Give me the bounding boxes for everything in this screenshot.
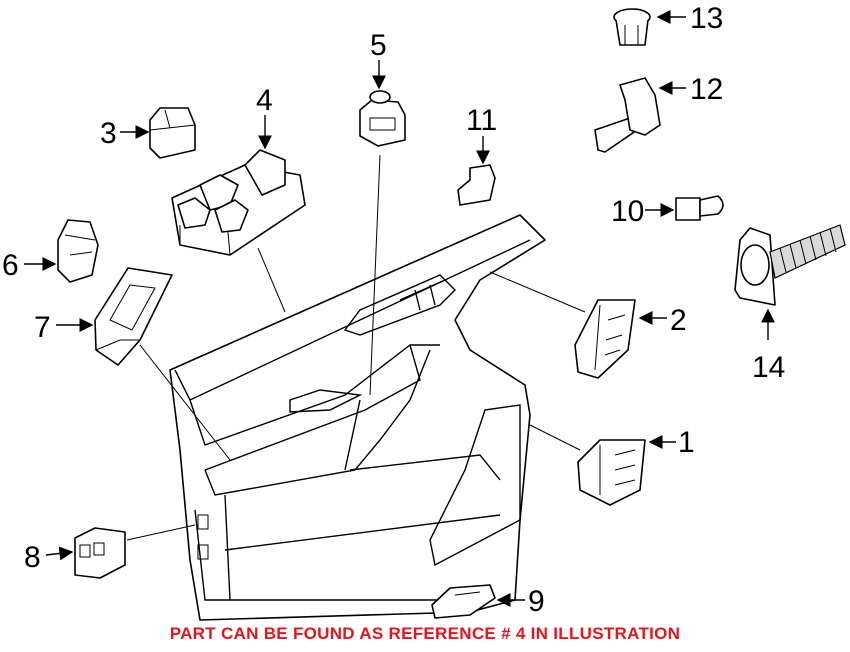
callout-11: 11 [466, 104, 497, 165]
callout-number: 11 [466, 104, 497, 137]
callout-6: 6 [2, 249, 57, 282]
callout-number: 6 [2, 249, 19, 282]
callout-number: 9 [528, 585, 545, 618]
callout-5: 5 [370, 29, 387, 90]
callout-4: 4 [256, 84, 273, 150]
callout-13: 13 [656, 2, 723, 35]
callout-number: 4 [256, 84, 273, 117]
part-11-connector [457, 164, 496, 206]
callout-9: 9 [496, 585, 545, 618]
reference-note: PART CAN BE FOUND AS REFERENCE # 4 IN IL… [169, 624, 681, 643]
callout-number: 12 [690, 73, 723, 106]
part-8-switch [74, 527, 126, 579]
part-2-switch [574, 299, 636, 379]
part-6-switch [57, 219, 99, 283]
arrow-icon [45, 546, 74, 561]
callout-number: 3 [100, 117, 117, 150]
part-13-clip [613, 8, 651, 46]
callout-8: 8 [24, 541, 74, 574]
part-1-switch [577, 439, 646, 506]
part-7-switch-bezel [94, 267, 173, 366]
callout-number: 5 [370, 29, 387, 62]
callout-3: 3 [100, 117, 150, 150]
callout-2: 2 [638, 304, 687, 337]
callout-number: 14 [752, 351, 785, 384]
part-9-switch [431, 584, 496, 619]
callout-14: 14 [752, 308, 785, 384]
door-trim-panel [169, 214, 546, 621]
leader-lines [126, 154, 586, 541]
part-14-bolt [734, 224, 846, 306]
callout-number: 1 [678, 426, 695, 459]
callout-7: 7 [34, 311, 94, 344]
part-10-bulb [675, 195, 724, 221]
callout-number: 10 [611, 195, 644, 228]
callout-number: 7 [34, 311, 51, 344]
callout-1: 1 [648, 426, 695, 459]
callout-12: 12 [658, 73, 723, 106]
part-3-switch [149, 107, 196, 159]
part-12-sensor [594, 77, 661, 153]
callout-10: 10 [611, 195, 675, 228]
callout-number: 8 [24, 541, 41, 574]
callout-number: 2 [670, 304, 687, 337]
part-4-window-switch-panel [171, 149, 306, 256]
callout-number: 13 [690, 2, 723, 35]
part-5-switch [359, 90, 406, 147]
